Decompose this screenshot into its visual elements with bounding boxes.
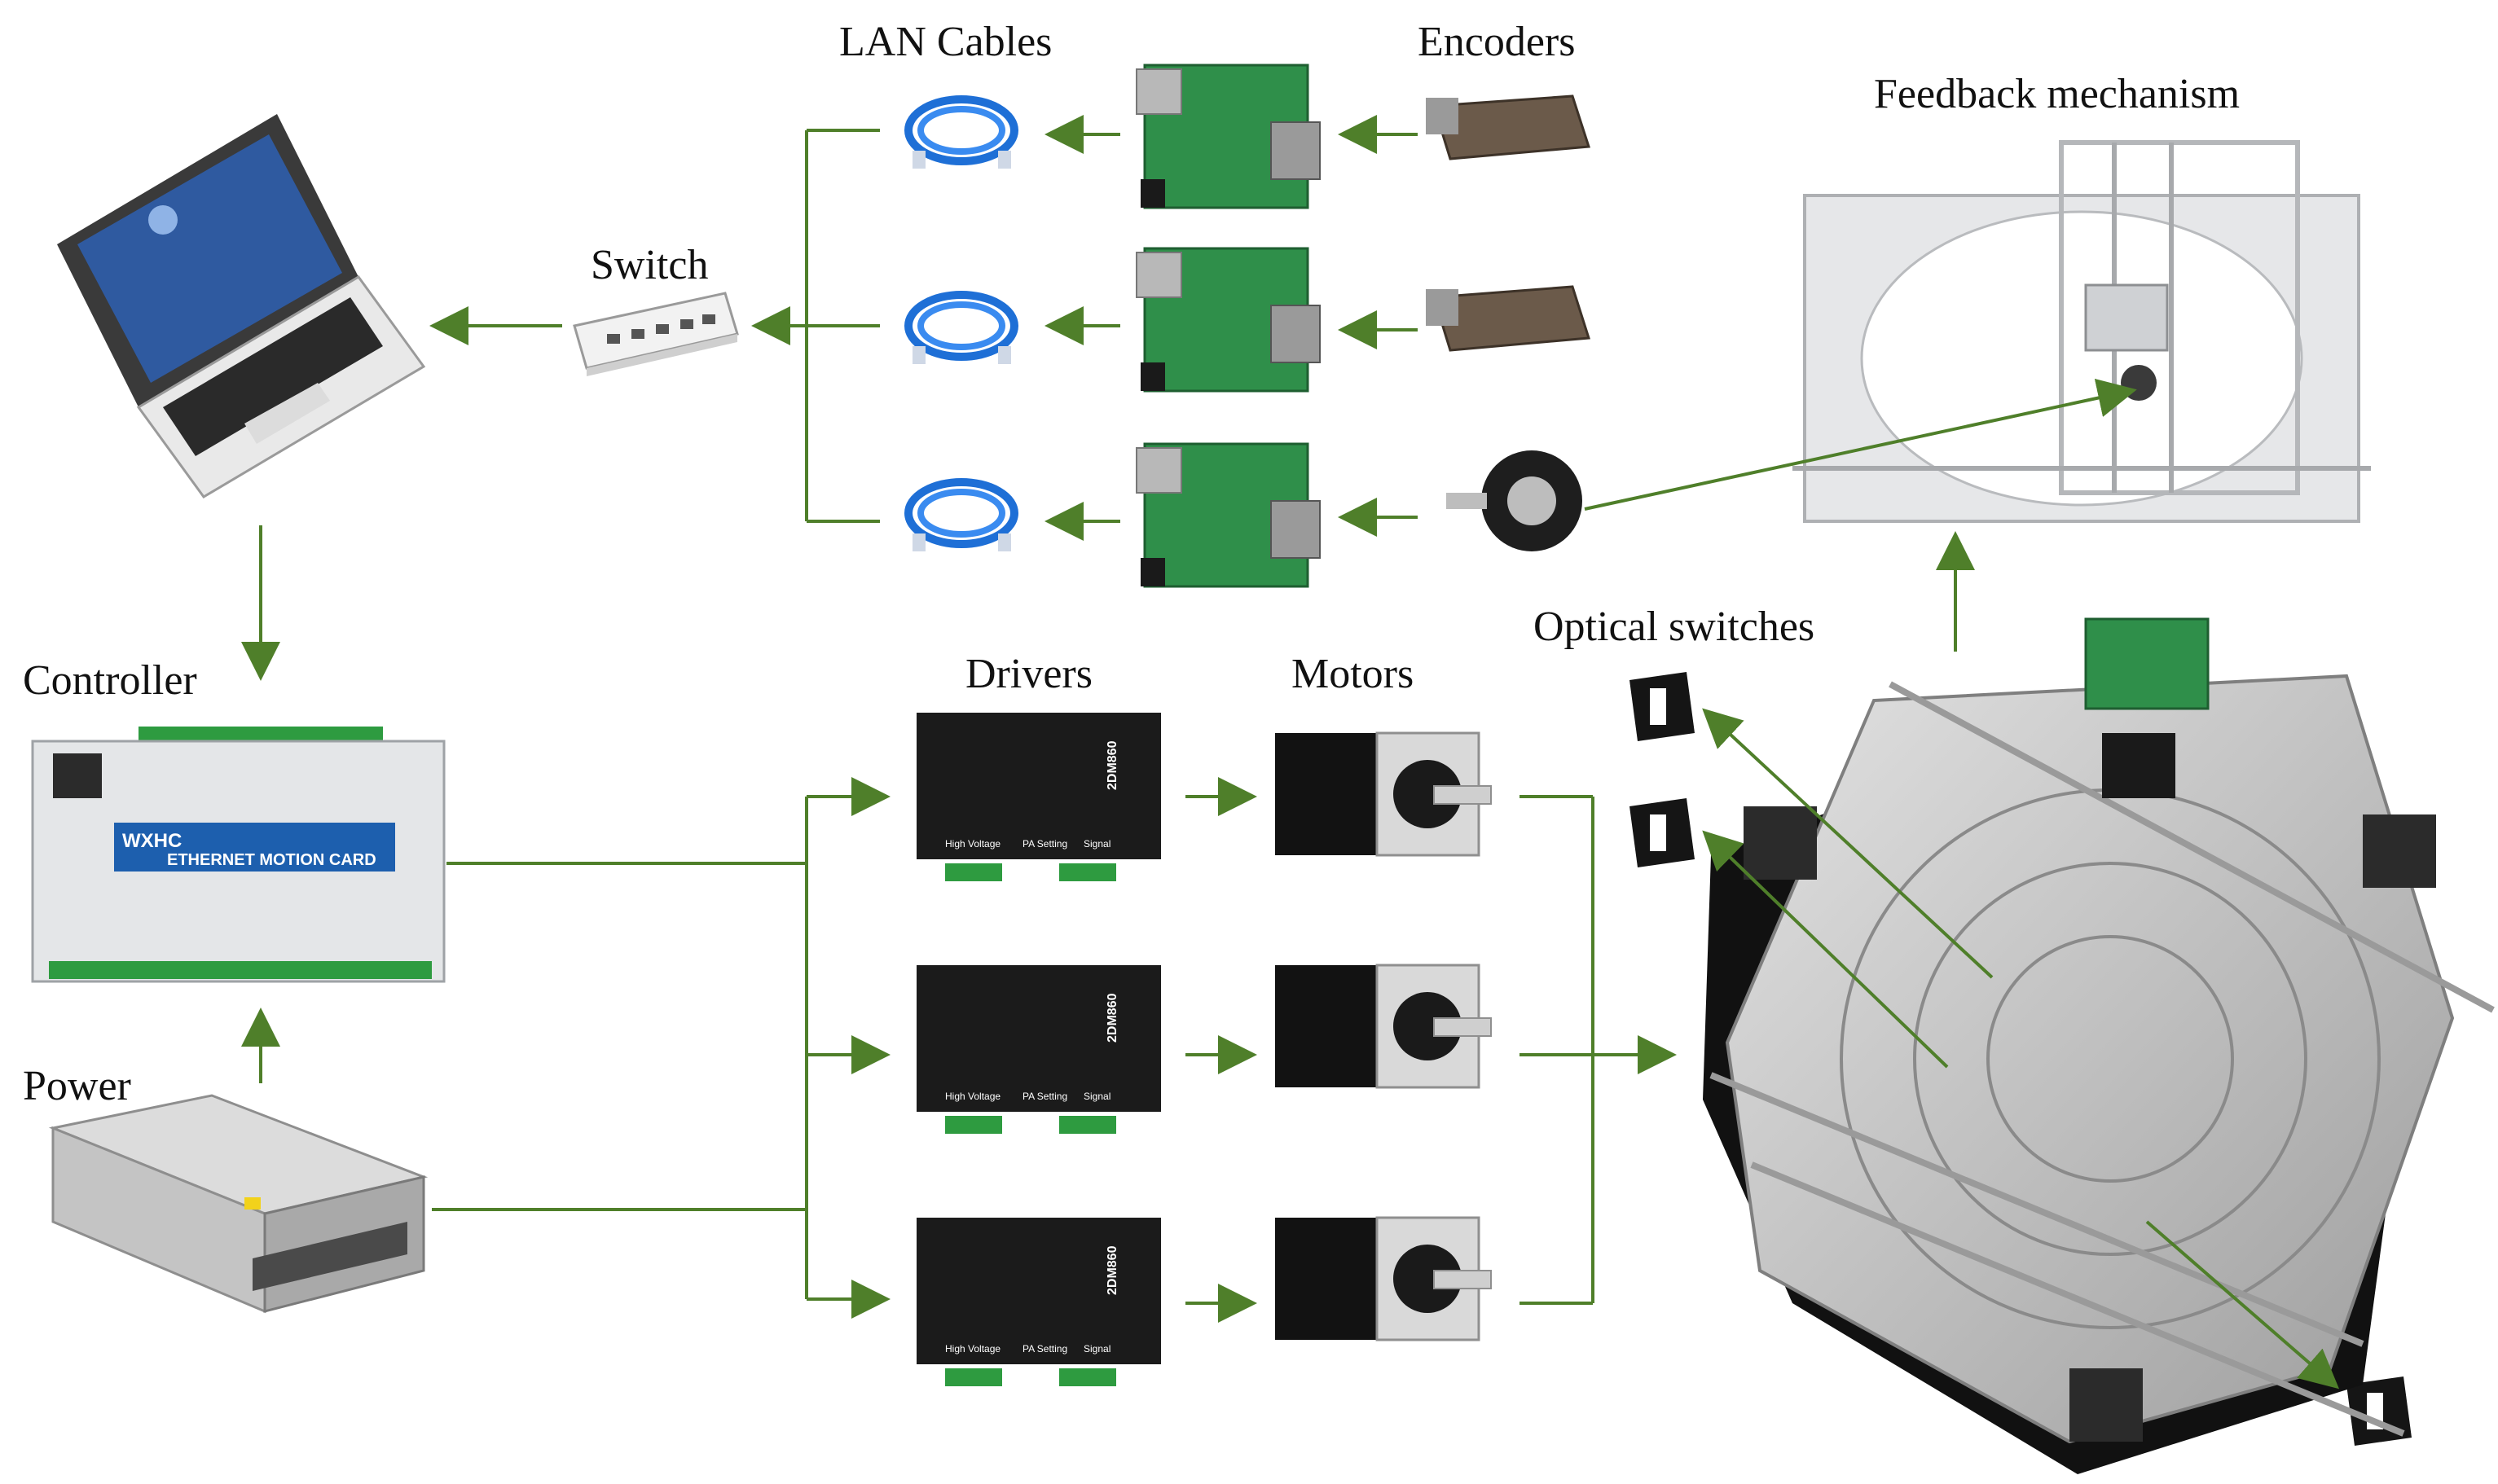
label-lan-cables: LAN Cables bbox=[839, 19, 1052, 65]
driver-section-setting: PA Setting bbox=[1023, 1091, 1067, 1102]
arrow-optical-switch-3 bbox=[2145, 1220, 2340, 1390]
lan-cable-3 bbox=[904, 478, 1018, 551]
driver-unit-1: 2DM860 High Voltage PA Setting Signal bbox=[917, 713, 1161, 881]
driver-section-voltage: High Voltage bbox=[945, 1091, 1001, 1102]
controller-card: WXHC ETHERNET MOTION CARD bbox=[31, 727, 446, 983]
driver-section-signal: Signal bbox=[1084, 1091, 1110, 1102]
driver-section-voltage: High Voltage bbox=[945, 1343, 1001, 1354]
label-encoders: Encoders bbox=[1418, 19, 1575, 65]
label-power: Power bbox=[23, 1063, 131, 1109]
arrow-optical-switch-2 bbox=[1702, 830, 1949, 1069]
linear-encoder-icon-1 bbox=[1426, 94, 1591, 160]
label-drivers: Drivers bbox=[965, 651, 1093, 697]
lan-cable-1 bbox=[904, 95, 1018, 169]
driver-model: 2DM860 bbox=[1106, 993, 1119, 1043]
driver-section-signal: Signal bbox=[1084, 1343, 1110, 1354]
rotary-encoder-icon bbox=[1446, 450, 1582, 551]
driver-unit-2: 2DM860 High Voltage PA Setting Signal bbox=[917, 965, 1161, 1134]
driver-model: 2DM860 bbox=[1106, 740, 1119, 790]
driver-section-setting: PA Setting bbox=[1023, 1343, 1067, 1354]
controller-card-brand: WXHC bbox=[122, 830, 182, 852]
driver-section-signal: Signal bbox=[1084, 838, 1110, 850]
label-optical-switches: Optical switches bbox=[1533, 604, 1814, 650]
stepper-motor-icon-3 bbox=[1275, 1216, 1492, 1341]
label-controller: Controller bbox=[23, 657, 197, 704]
stepper-motor-icon-2 bbox=[1275, 964, 1492, 1089]
label-switch: Switch bbox=[591, 242, 708, 288]
optical-switch-icon-2 bbox=[1629, 798, 1695, 867]
linear-encoder-icon-2 bbox=[1426, 285, 1590, 352]
laptop-icon bbox=[57, 114, 426, 498]
stepper-motor-icon-1 bbox=[1275, 731, 1492, 857]
feedback-mechanism-frame bbox=[1792, 140, 2371, 523]
power-supply-icon bbox=[48, 1094, 429, 1314]
label-feedback-mechanism: Feedback mechanism bbox=[1874, 71, 2240, 117]
encoder-board-1 bbox=[1136, 64, 1321, 209]
encoder-board-3 bbox=[1136, 442, 1321, 588]
arrow-encoder-to-feedback bbox=[1584, 379, 2137, 511]
driver-section-voltage: High Voltage bbox=[945, 838, 1001, 850]
controller-card-title: ETHERNET MOTION CARD bbox=[167, 851, 376, 869]
label-motors: Motors bbox=[1291, 651, 1414, 697]
driver-section-setting: PA Setting bbox=[1023, 838, 1067, 850]
driver-unit-3: 2DM860 High Voltage PA Setting Signal bbox=[917, 1218, 1161, 1386]
encoder-board-2 bbox=[1136, 247, 1321, 393]
arrow-optical-switch-1 bbox=[1702, 708, 1994, 979]
rotary-platform-assembly bbox=[1703, 617, 2495, 1474]
connector-lines bbox=[241, 115, 2340, 1390]
network-switch-icon bbox=[573, 292, 739, 376]
lan-cable-2 bbox=[904, 291, 1018, 364]
optical-switch-icon-1 bbox=[1629, 672, 1695, 741]
driver-model: 2DM860 bbox=[1106, 1245, 1119, 1295]
